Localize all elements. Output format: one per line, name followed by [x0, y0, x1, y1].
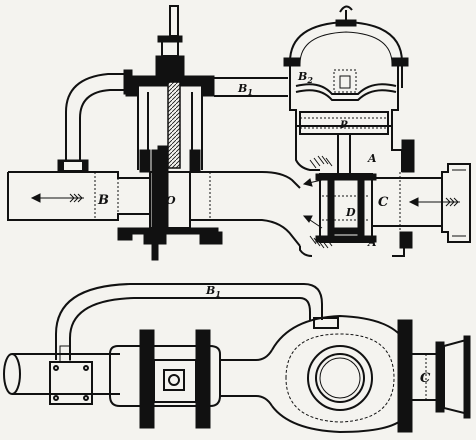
piston-dotted [300, 117, 388, 129]
valve-dotted [322, 195, 370, 221]
plan-bypass-pipe [55, 283, 323, 360]
bypass-pipe [65, 73, 126, 160]
plan-flange-bolt-2 [83, 365, 89, 371]
plan-flange-bolt-4 [83, 395, 89, 401]
label-A-bottom: A [367, 236, 377, 249]
plan-connector [220, 349, 273, 407]
chamber-top-right-lip [201, 75, 215, 97]
plan-flange-bolt-3 [53, 395, 59, 401]
plan-left-pipe [12, 353, 120, 395]
plan-right-outer-ring [307, 345, 373, 411]
flow-arrow-lower [302, 215, 323, 229]
plan-right-core [319, 357, 361, 399]
chamber-mid-band-right [189, 149, 201, 173]
piston [299, 111, 389, 135]
right-pipe-top-flange [401, 139, 415, 173]
plan-centre-spindle [168, 374, 180, 386]
spring-top [309, 155, 333, 169]
dome-cap [335, 19, 357, 27]
valve-left-seat [327, 179, 335, 237]
bottom-foot-right [203, 227, 219, 241]
plan-right-inner-ring [315, 353, 365, 403]
chamber-mid-band-left [139, 149, 151, 173]
label-C-plan: C [420, 371, 431, 386]
plan-right-flange-2 [435, 341, 445, 413]
plan-square-flange [49, 361, 93, 405]
valve-mid-bar [333, 227, 359, 235]
dome-lower-wall [289, 66, 399, 127]
valve-bottom-plate [315, 235, 377, 243]
left-pipe [7, 171, 151, 221]
label-B2: B2 [297, 70, 313, 85]
plan-centre-bar-left [139, 329, 155, 429]
plan-flange-bolt-1 [53, 365, 59, 371]
dome-flange-right [391, 57, 409, 67]
label-P: P [339, 120, 348, 131]
plan-right-flange-1 [397, 319, 413, 433]
pipe-dotted-lines [94, 172, 211, 220]
plan-right-body-hatch [285, 333, 395, 423]
gate-disk [157, 145, 169, 231]
diaphragm [295, 83, 397, 101]
right-pipe-flare [441, 163, 471, 243]
plan-right-body [271, 314, 405, 434]
plan-centre-inner [163, 369, 185, 391]
label-A-top: A [367, 152, 377, 165]
flow-arrow-upper [302, 178, 323, 187]
bypass-flange-top [123, 69, 133, 95]
right-pipe [372, 177, 442, 227]
diaphragm-nut [339, 75, 351, 89]
right-pipe-bottom-flange [399, 231, 413, 249]
dome-flange-left [283, 57, 301, 67]
dome-inner [299, 31, 393, 65]
gland-base [155, 55, 185, 77]
centre-pipe [190, 171, 301, 247]
flow-arrow-left [30, 193, 84, 203]
right-chamber [295, 126, 405, 257]
right-pipe-flare-inner [452, 169, 466, 237]
plan-centre-box [153, 359, 197, 403]
label-B: B [97, 193, 109, 208]
piston-rod [337, 134, 351, 178]
label-O: O [166, 194, 176, 207]
valve-top-plate [315, 173, 377, 181]
flow-arrow-right [408, 197, 460, 207]
plan-view: B1 C [3, 283, 471, 434]
section-view: B O B1 B2 P A A D C [7, 5, 471, 261]
b1-passage [214, 77, 288, 97]
bottom-foot-left [117, 227, 133, 241]
plan-left-pipe-end [3, 353, 21, 395]
plan-mount-tab [313, 317, 339, 329]
label-C-section: C [378, 195, 389, 210]
label-D: D [345, 206, 356, 219]
plan-right-end-cap [463, 335, 471, 419]
gate-box [149, 171, 191, 229]
valve-right-seat [357, 179, 365, 237]
label-B1: B1 [237, 82, 253, 97]
diaphragm-bolt [333, 69, 357, 93]
plan-centre-bar-right [195, 329, 211, 429]
label-B1-plan: B1 [205, 284, 221, 299]
threaded-spindle [167, 81, 181, 169]
spindle-top [169, 5, 179, 37]
central-chamber [137, 80, 203, 170]
plan-right-pipe [412, 353, 438, 401]
bypass-foot-inner [64, 162, 82, 170]
